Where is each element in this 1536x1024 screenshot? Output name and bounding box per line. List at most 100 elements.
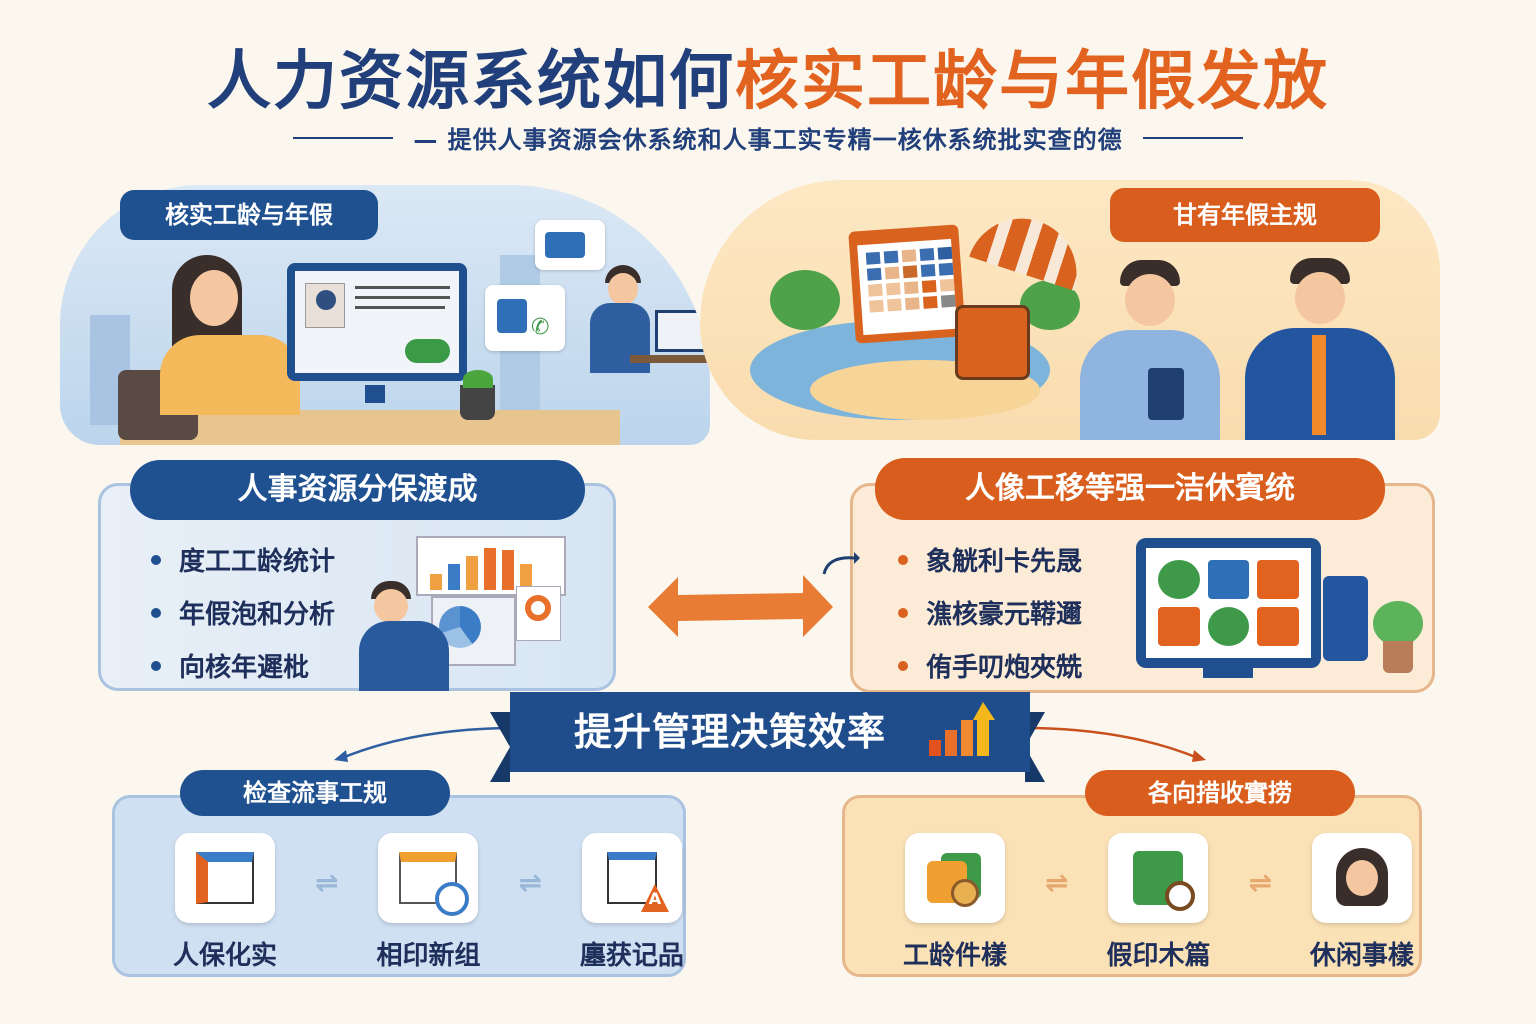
bullet-dot [898,660,908,671]
connector-icon: ⇌ [315,866,339,899]
monitor-stand [1203,668,1253,678]
doc-glyph [497,299,527,333]
text-line [355,296,450,299]
banner-text: 提升管理决策效率 [573,710,886,754]
plant-pot [1383,641,1413,673]
bullet-text: 象觥利卡先晟 [926,547,1083,577]
bullet-dot [151,554,161,565]
bullet-text: 度工工龄统计 [179,547,336,577]
step-label: 工龄件樣 [902,941,1007,971]
bar [466,556,478,590]
icon-glyph [1332,848,1392,908]
title-part1: 人力资源系统如何 [207,45,735,119]
clock-glyph [435,882,470,916]
card-glyph [545,232,585,258]
app-icon-chart [1207,560,1250,599]
tree-icon [770,270,840,330]
bullet-dot [898,607,908,618]
middle-right-title: 人像工移等强一洁休賓统 [875,458,1385,520]
calendar-icon [848,224,966,344]
monitor-stand [365,385,385,403]
bullet-item: 年假泡和分析 [151,594,335,631]
banner-tail-right [1025,712,1045,782]
app-icon-play [1257,560,1299,599]
text-line [355,306,445,309]
curve-arrow-right-icon [1034,726,1206,762]
step-label: 假印木篇 [1106,941,1211,971]
divider [1142,136,1243,139]
step-item: 人保化实 [145,833,305,972]
man-head [608,273,638,305]
bullet-text: 向核年遲枇 [179,653,310,683]
bar [502,550,514,590]
step-label: 廛获记品 [579,941,684,971]
bottom-left-panel: 人保化实 ⇌ 相印新组 ⇌ A 廛获记品 [112,795,686,977]
banner-tail-left [490,712,510,782]
middle-left-bullets: 度工工龄统计 年假泡和分析 向核年遲枇 [151,541,335,684]
side-desk [630,355,710,363]
coin-glyph [1165,881,1196,911]
plant-pot [460,385,495,420]
double-arrow-icon [648,575,833,637]
title-part2: 核实工龄与年假发放 [735,45,1329,119]
divider [293,136,394,139]
step-label: 相印新组 [376,941,481,971]
subtitle: — 提供人事资源会休系统和人事工实专精一核休系统批实查的德 [0,120,1536,155]
step-item: A 廛获记品 [552,833,712,972]
bullet-item: 侑手叨炮夾兟 [898,647,1082,684]
man-head [1295,272,1345,324]
step-item: 休闲事樣 [1282,833,1442,972]
text-line [355,286,450,289]
phone-glyph: ✆ [531,315,550,340]
bottom-left-title: 检查流事工规 [180,770,450,816]
avatar-icon [316,290,336,310]
app-icon-calendar [1158,607,1200,646]
icon-glyph [399,852,470,916]
calendar-clock-icon [378,833,479,923]
toggle-icon [405,339,450,363]
top-left-label: 核实工龄与年假 [120,190,378,240]
desk [120,410,620,445]
coin-glyph [951,879,979,907]
bar-chart-up-icon [929,702,995,756]
connector-icon: ⇌ [1248,866,1272,899]
man-head [374,589,408,623]
step-row-right: 工龄件樣 ⇌ 假印木篇 ⇌ 休闲事樣 [875,833,1442,972]
icon-glyph [1133,851,1196,911]
bullet-dot [898,554,908,565]
bottom-right-panel: 工龄件樣 ⇌ 假印木篇 ⇌ 休闲事樣 [842,795,1422,977]
bullet-item: 向核年遲枇 [151,647,335,684]
beach-umbrella-icon [969,204,1091,291]
step-item: 假印木篇 [1078,833,1238,972]
bullet-text: 潐核豪元鞯邇 [926,600,1083,630]
man-with-clipboard [1120,260,1180,326]
step-item: 工龄件樣 [875,833,1035,972]
bullet-item: 度工工龄统计 [151,541,335,578]
page-title: 人力资源系统如何核实工龄与年假发放 [0,30,1536,122]
top-right-label: 甘有年假主规 [1110,188,1380,242]
app-monitor [1136,538,1321,668]
bullet-text: 年假泡和分析 [179,600,336,630]
document-alert-icon: A [581,833,682,923]
connector-icon: ⇌ [1045,866,1069,899]
magnifier-report-icon [516,586,561,641]
middle-right-bullets: 象觥利卡先晟 潐核豪元鞯邇 侑手叨炮夾兟 [898,541,1082,684]
folder-coin-icon [905,833,1005,923]
bullet-text: 侑手叨炮夾兟 [926,653,1083,683]
monitor [287,263,467,381]
app-grid [1146,548,1311,658]
man-analyst-1 [371,581,411,623]
scene-employee-computer: ✆ [60,185,710,445]
middle-left-title: 人事资源分保渡成 [130,460,585,520]
man-body [359,621,449,691]
app-icon-close [1257,607,1299,646]
woman-body [160,335,300,415]
phone-document-icon: ✆ [485,285,565,351]
banner [510,692,1030,772]
bar [484,548,496,590]
man-at-laptop [605,265,641,305]
icon-glyph [196,852,254,904]
app-icon-people [1158,560,1200,599]
bar [520,564,532,590]
bullet-item: 象觥利卡先晟 [898,541,1082,578]
